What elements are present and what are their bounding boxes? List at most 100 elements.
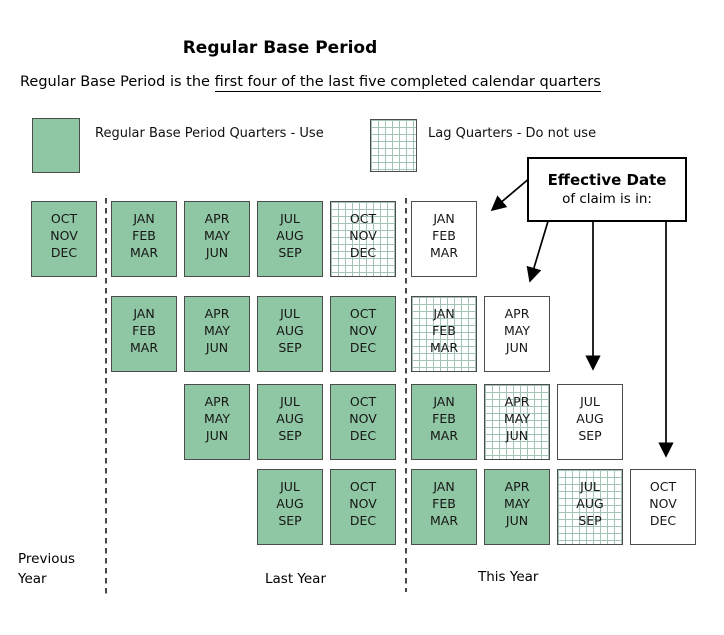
lag-quarter-legend-label: Lag Quarters - Do not use (428, 126, 597, 141)
quarter-cell: JUL AUG SEP (257, 296, 323, 372)
month-label: JAN (433, 394, 455, 409)
quarter-cell: APR MAY JUN (184, 201, 250, 277)
month-label: SEP (278, 428, 302, 443)
month-label: APR (504, 394, 530, 409)
month-label: AUG (276, 411, 304, 426)
month-label: JUN (505, 428, 529, 443)
quarter-cell: APR MAY JUN (484, 469, 550, 545)
month-label: AUG (276, 228, 304, 243)
month-label: MAR (129, 245, 159, 260)
callout-line2: of claim is in: (562, 191, 652, 207)
month-label: FEB (432, 228, 456, 243)
quarter-cell-lag: APR MAY JUN (484, 384, 550, 460)
quarter-cell: JAN FEB MAR (411, 469, 477, 545)
quarter-cell: JUL AUG SEP (257, 201, 323, 277)
month-label: OCT (50, 211, 78, 226)
month-label: OCT (349, 306, 377, 321)
last-year-label: Last Year (265, 571, 326, 587)
month-label: NOV (349, 496, 377, 511)
month-label: NOV (649, 496, 677, 511)
month-label: MAY (503, 496, 530, 511)
month-label: SEP (278, 513, 302, 528)
month-label: AUG (576, 411, 604, 426)
month-label: SEP (278, 340, 302, 355)
month-label: NOV (349, 323, 377, 338)
month-label: NOV (349, 411, 377, 426)
callout-line1: Effective Date (547, 171, 667, 189)
month-label: DEC (50, 245, 78, 260)
subtitle-underlined: first four of the last five completed ca… (214, 74, 601, 92)
month-label: JUL (280, 306, 300, 321)
use-quarter-swatch-icon (32, 118, 80, 173)
previous-year-line1: Previous (18, 551, 76, 567)
month-label: MAY (503, 411, 530, 426)
month-label: MAY (203, 228, 230, 243)
month-label: JUN (505, 513, 529, 528)
month-label: APR (204, 394, 230, 409)
month-label: APR (504, 306, 530, 321)
month-label: JAN (133, 306, 155, 321)
quarter-cell-lag: OCT NOV DEC (330, 201, 396, 277)
month-label: SEP (578, 428, 602, 443)
month-label: MAR (429, 245, 459, 260)
month-label: NOV (50, 228, 78, 243)
month-label: AUG (276, 323, 304, 338)
month-label: MAR (429, 340, 459, 355)
subtitle-prefix: Regular Base Period is the (20, 74, 215, 90)
quarter-cell-effective: OCT NOV DEC (630, 469, 696, 545)
month-label: MAR (129, 340, 159, 355)
quarter-cell: JUL AUG SEP (257, 384, 323, 460)
month-label: OCT (349, 394, 377, 409)
month-label: OCT (349, 479, 377, 494)
month-label: JUL (580, 394, 600, 409)
quarter-cell-lag: JUL AUG SEP (557, 469, 623, 545)
quarter-cell: JAN FEB MAR (411, 384, 477, 460)
month-label: SEP (278, 245, 302, 260)
claim-arrow-q2 (526, 217, 550, 283)
month-label: MAY (203, 411, 230, 426)
month-label: JUL (280, 479, 300, 494)
month-label: OCT (349, 211, 377, 226)
effective-date-callout: Effective Date of claim is in: (527, 157, 687, 222)
month-label: FEB (432, 496, 456, 511)
month-label: JUN (205, 340, 229, 355)
subtitle: Regular Base Period is the first four of… (20, 74, 601, 92)
month-label: MAY (503, 323, 530, 338)
month-label: MAY (203, 323, 230, 338)
quarter-cell: OCT NOV DEC (330, 384, 396, 460)
this-year-label: This Year (478, 569, 539, 585)
month-label: DEC (349, 340, 377, 355)
month-label: APR (504, 479, 530, 494)
month-label: NOV (349, 228, 377, 243)
month-label: SEP (578, 513, 602, 528)
previous-year-line2: Year (18, 571, 47, 587)
quarter-cell: JAN FEB MAR (111, 296, 177, 372)
month-label: JAN (133, 211, 155, 226)
month-label: JUN (205, 245, 229, 260)
month-label: APR (204, 211, 230, 226)
use-quarter-legend-label: Regular Base Period Quarters - Use (95, 126, 324, 141)
quarter-cell-prevyear-oct: OCT NOV DEC (31, 201, 97, 277)
month-label: FEB (432, 411, 456, 426)
quarter-cell-effective: APR MAY JUN (484, 296, 550, 372)
month-label: JUL (280, 394, 300, 409)
month-label: APR (204, 306, 230, 321)
quarter-cell: JAN FEB MAR (111, 201, 177, 277)
month-label: AUG (576, 496, 604, 511)
quarter-cell-lag: JAN FEB MAR (411, 296, 477, 372)
page-title: Regular Base Period (182, 38, 378, 58)
month-label: DEC (649, 513, 677, 528)
claim-arrow-q1 (490, 176, 532, 212)
quarter-cell-effective: JUL AUG SEP (557, 384, 623, 460)
month-label: JAN (433, 211, 455, 226)
lag-quarter-swatch-icon (370, 119, 417, 172)
quarter-cell: APR MAY JUN (184, 296, 250, 372)
month-label: FEB (132, 323, 156, 338)
month-label: JUN (505, 340, 529, 355)
month-label: JUN (205, 428, 229, 443)
month-label: JAN (433, 306, 455, 321)
quarter-cell-effective: JAN FEB MAR (411, 201, 477, 277)
month-label: JUL (580, 479, 600, 494)
month-label: FEB (432, 323, 456, 338)
